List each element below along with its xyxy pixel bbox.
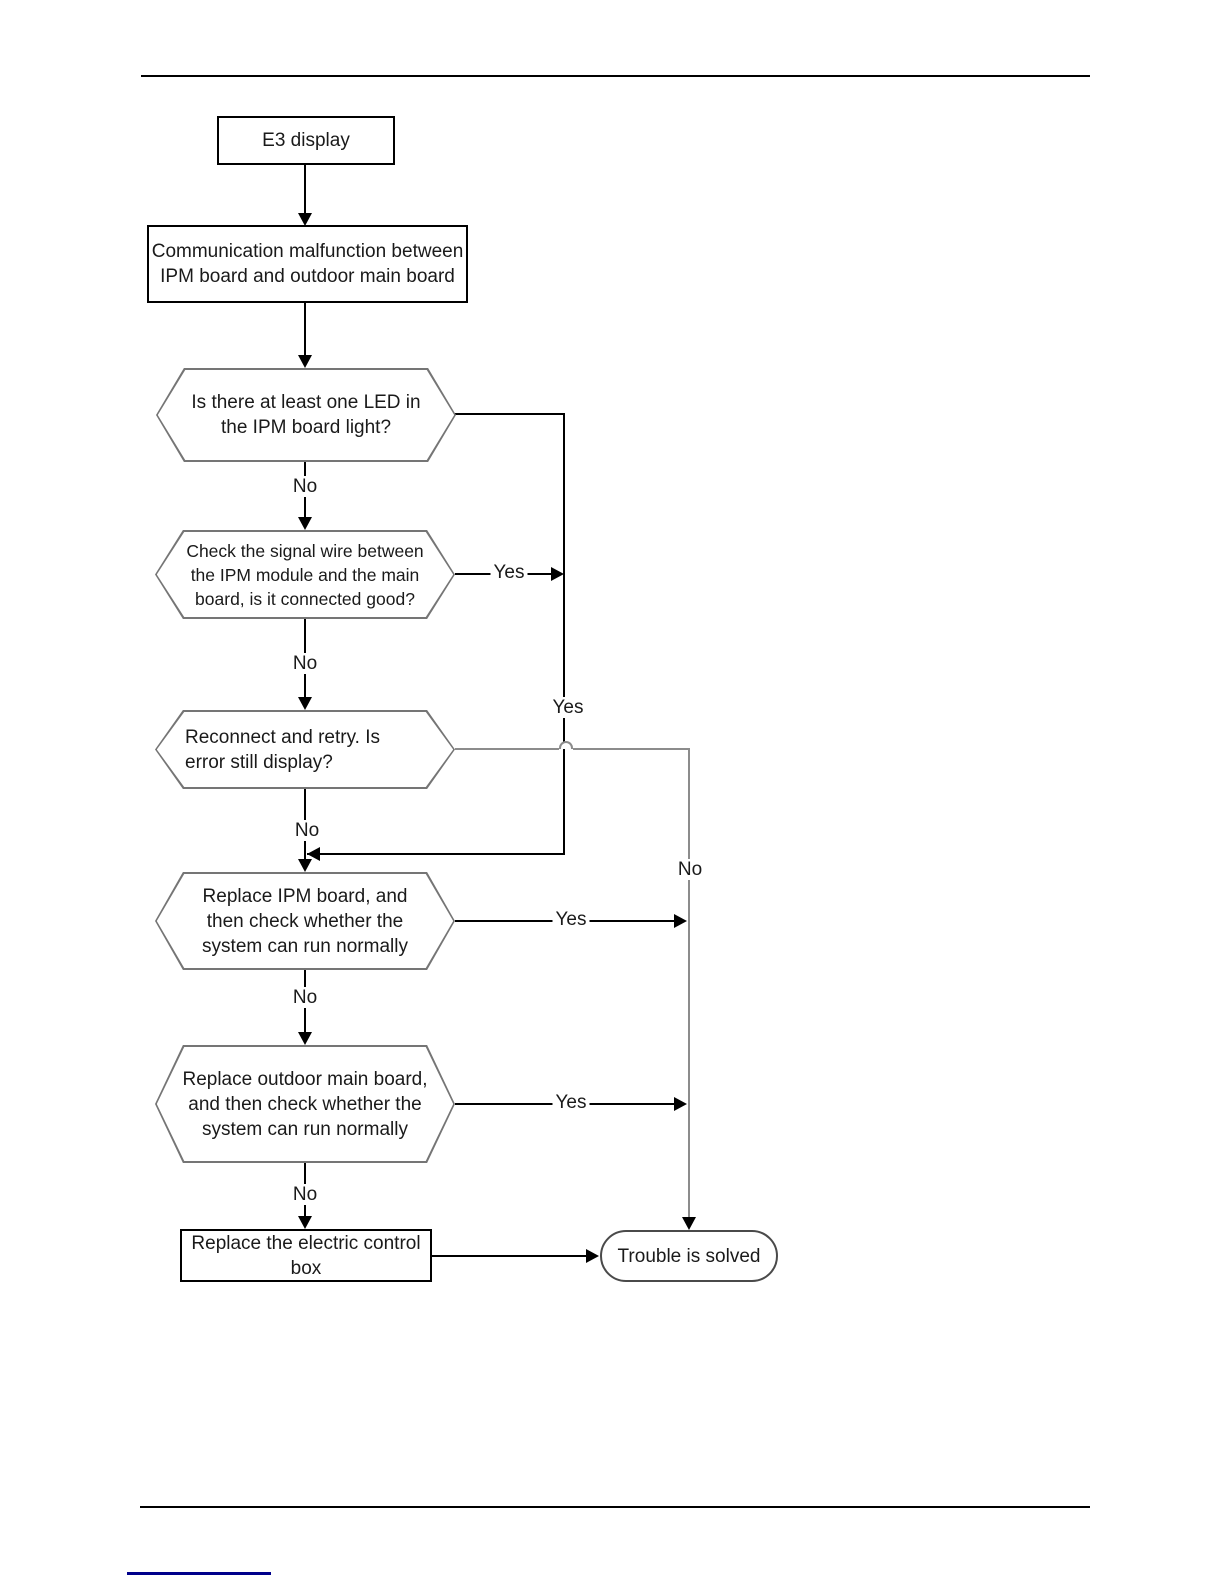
arrowhead-into-solved-left	[586, 1249, 599, 1263]
decision-signal-wire: Check the signal wire between the IPM mo…	[155, 530, 455, 619]
edge-led-branch-horizontal	[455, 413, 565, 415]
decision-signal-wire-fill	[156, 531, 454, 618]
edge-label-no-reconnect: No	[291, 820, 323, 841]
decision-led-light: Is there at least one LED in the IPM boa…	[156, 368, 456, 462]
edge-reconnect-branch-left-segment	[455, 748, 559, 750]
arrowhead-outdoor-yes	[674, 1097, 687, 1111]
footer-rule	[140, 1506, 1090, 1508]
decision-replace-ipm-board-label: Replace IPM board, and then check whethe…	[202, 885, 408, 957]
terminator-trouble-solved-label: Trouble is solved	[617, 1245, 761, 1267]
decision-reconnect-retry: Reconnect and retry. Is error still disp…	[155, 710, 455, 789]
edge-malfunction-to-led	[304, 303, 306, 356]
edge-label-no-outdoor: No	[289, 1184, 321, 1205]
edge-label-yes-signal: Yes	[490, 562, 528, 583]
arrowhead-into-signal	[298, 517, 312, 530]
node-replace-electric-control-box-label: Replace the electric control box	[191, 1232, 421, 1279]
edge-label-yes-led-branch: Yes	[549, 697, 587, 718]
header-rule	[141, 75, 1090, 77]
node-e3-display: E3 display	[217, 116, 395, 165]
node-e3-display-label: E3 display	[262, 130, 350, 151]
edge-label-yes-outdoor: Yes	[552, 1092, 590, 1113]
edge-label-no-signal: No	[289, 653, 321, 674]
edge-label-no-led: No	[289, 476, 321, 497]
edge-start-to-malfunction	[304, 165, 306, 214]
edge-branch-return-horizontal	[307, 853, 565, 855]
edge-label-no-right-rail: No	[674, 859, 706, 880]
decision-replace-outdoor-board-label: Replace outdoor main board, and then che…	[182, 1068, 428, 1140]
arrowhead-into-reconnect	[298, 697, 312, 710]
node-communication-malfunction: Communication malfunction between IPM bo…	[147, 225, 468, 303]
decision-signal-wire-label: Check the signal wire between the IPM mo…	[186, 540, 424, 609]
arrowhead-into-outdoor	[298, 1032, 312, 1045]
edge-label-no-ipm: No	[289, 987, 321, 1008]
decision-replace-outdoor-board: Replace outdoor main board, and then che…	[155, 1045, 455, 1163]
edge-electric-to-solved	[432, 1255, 587, 1257]
decision-replace-ipm-board: Replace IPM board, and then check whethe…	[155, 872, 455, 970]
arrowhead-signal-yes	[551, 567, 564, 581]
arrowhead-into-solved-top	[682, 1217, 696, 1230]
node-communication-malfunction-label: Communication malfunction between IPM bo…	[151, 241, 464, 287]
arrowhead-into-malfunction	[298, 213, 312, 226]
arrowhead-ipm-yes	[674, 914, 687, 928]
edge-right-rail-vertical	[688, 748, 690, 1218]
arrowhead-into-led	[298, 355, 312, 368]
arrowhead-return-into-main-axis	[307, 847, 320, 861]
decision-reconnect-retry-fill	[156, 711, 454, 788]
decision-replace-outdoor-board-fill	[156, 1046, 454, 1162]
terminator-trouble-solved: Trouble is solved	[600, 1230, 778, 1282]
decision-led-light-label: Is there at least one LED in the IPM boa…	[191, 392, 421, 438]
footer-link-underline	[127, 1572, 271, 1575]
edge-label-yes-ipm: Yes	[552, 909, 590, 930]
edge-led-branch-vertical	[563, 413, 565, 855]
arrowhead-into-electric	[298, 1216, 312, 1229]
node-replace-electric-control-box: Replace the electric control box	[180, 1229, 432, 1282]
decision-led-light-fill	[157, 369, 455, 461]
decision-replace-ipm-board-fill	[156, 873, 454, 969]
decision-reconnect-retry-label: Reconnect and retry. Is error still disp…	[185, 726, 381, 773]
edge-reconnect-branch-right-segment	[573, 748, 689, 750]
arrowhead-into-ipm	[298, 859, 312, 872]
line-jump-arc	[559, 741, 573, 749]
